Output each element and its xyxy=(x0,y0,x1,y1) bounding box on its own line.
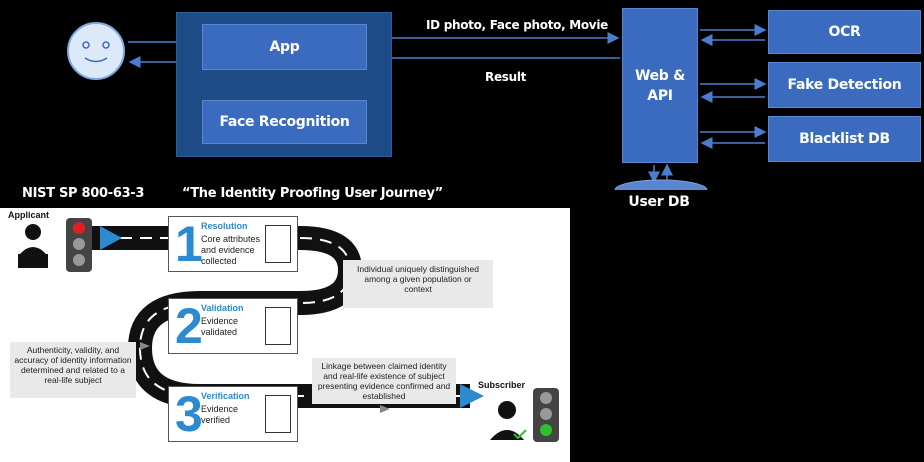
step-title: Validation xyxy=(201,303,244,313)
blacklist-db-label: Blacklist DB xyxy=(799,131,890,147)
fake-detection-label: Fake Detection xyxy=(787,77,902,93)
app-label: App xyxy=(269,39,300,55)
step-resolution-card: 1 Resolution Core attributes and evidenc… xyxy=(168,216,298,272)
documents-icon xyxy=(265,225,291,263)
nist-header-right: “The Identity Proofing User Journey” xyxy=(182,186,443,201)
step-description: Core attributes and evidence collected xyxy=(201,234,261,266)
start-arrow-icon xyxy=(100,226,122,250)
verification-note: Linkage between claimed identity and rea… xyxy=(312,358,456,404)
web-api-label-line1: Web & xyxy=(634,67,686,84)
step-description: Evidence verified xyxy=(201,404,239,425)
step-validation-card: 2 Validation Evidence validated xyxy=(168,298,298,354)
user-db-cylinder xyxy=(614,179,708,190)
subscriber-traffic-light-icon xyxy=(533,388,559,442)
identity-proofing-journey: Applicant Subscriber 1 Resolution Core a… xyxy=(0,208,570,462)
ocr-label: OCR xyxy=(828,24,861,40)
face-recognition-box: Face Recognition xyxy=(202,100,367,144)
applicant-label: Applicant xyxy=(8,210,50,220)
blacklist-db-box: Blacklist DB xyxy=(768,116,921,162)
web-api-box: Web & API xyxy=(622,8,698,163)
subscriber-label: Subscriber xyxy=(478,380,526,390)
web-api-label-line2: API xyxy=(647,87,673,104)
end-arrow-icon xyxy=(460,384,484,408)
applicant-traffic-light-icon xyxy=(66,218,92,272)
user-db-label: User DB xyxy=(628,194,690,210)
step-number: 3 xyxy=(175,386,203,442)
id-verify-icon xyxy=(265,395,291,433)
validation-note: Authenticity, validity, and accuracy of … xyxy=(10,342,136,398)
ocr-box: OCR xyxy=(768,10,921,54)
step-title: Verification xyxy=(201,391,250,401)
fake-detection-box: Fake Detection xyxy=(768,62,921,108)
face-recognition-label: Face Recognition xyxy=(219,114,350,130)
user-face-icon xyxy=(67,22,125,80)
step-description: Evidence validated xyxy=(201,316,239,337)
step-title: Resolution xyxy=(201,221,248,231)
result-label: Result xyxy=(485,70,527,84)
step-number: 2 xyxy=(175,298,203,354)
subscriber-person-icon xyxy=(490,401,527,440)
nist-header-left: NIST SP 800-63-3 xyxy=(22,186,145,201)
applicant-person-icon xyxy=(18,224,48,268)
app-box: App xyxy=(202,24,367,70)
database-check-icon xyxy=(265,307,291,345)
flag-icon xyxy=(140,342,150,350)
flag-icon xyxy=(380,405,390,413)
step-number: 1 xyxy=(175,216,203,272)
resolution-note: Individual uniquely distinguished among … xyxy=(343,260,493,308)
request-label: ID photo, Face photo, Movie xyxy=(426,18,608,32)
step-verification-card: 3 Verification Evidence verified xyxy=(168,386,298,442)
